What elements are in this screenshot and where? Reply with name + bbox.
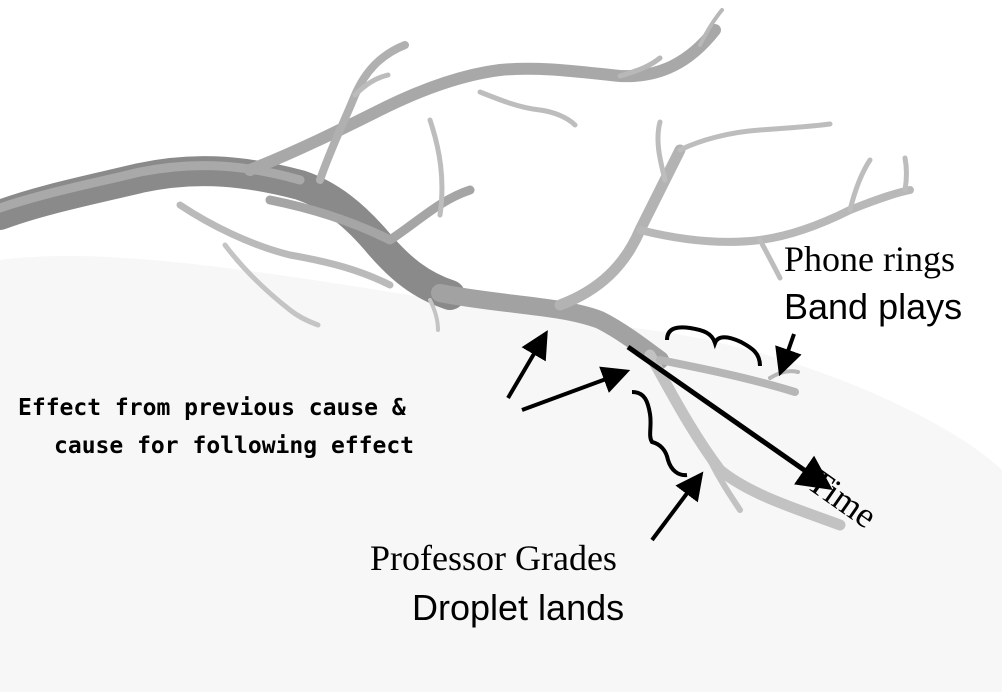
branch-lower-left-twig xyxy=(222,242,321,328)
time-arrow xyxy=(626,344,833,491)
branch-mid-twig-2 xyxy=(477,89,578,128)
branch-lower-twig xyxy=(707,457,743,513)
lower-brace xyxy=(631,390,688,478)
background-haze xyxy=(0,256,1002,692)
branch-upper-limb-tip xyxy=(698,8,724,47)
branch-small-twig xyxy=(428,298,440,332)
branch-upper-limb xyxy=(244,24,721,176)
branch-twig-e xyxy=(757,237,783,281)
branch-twig-d xyxy=(902,155,909,193)
professor-arrow xyxy=(650,471,704,542)
label-band-plays: Band plays xyxy=(784,286,963,327)
branch-upper-fork xyxy=(656,356,799,396)
branch-upper-limb-twig xyxy=(617,55,663,79)
label-phone-rings: Phone rings xyxy=(784,239,955,279)
label-droplet-lands: Droplet lands xyxy=(412,587,625,628)
annotations xyxy=(506,325,833,542)
label-effect-line2: cause for following effect xyxy=(54,433,415,459)
branch xyxy=(0,8,914,531)
branch-trunk xyxy=(0,156,465,310)
phone-arrow xyxy=(775,333,802,377)
effect-arrow-upper xyxy=(506,330,548,400)
branch-lower-left xyxy=(176,201,394,289)
branch-main-limb xyxy=(431,284,669,369)
label-effect-line1: Effect from previous cause & xyxy=(18,395,406,421)
branch-twig-a xyxy=(677,121,833,153)
upper-brace xyxy=(665,325,762,367)
label-professor-grades: Professor Grades xyxy=(370,538,617,578)
branch-lower-fork xyxy=(644,349,846,531)
branch-twig-c xyxy=(847,157,873,213)
branch-up-left-twig xyxy=(352,72,391,98)
branch-mid-twig xyxy=(427,117,445,218)
effect-arrow-lower xyxy=(521,366,631,412)
branch-twig-b xyxy=(655,119,668,183)
branch-arc-right-2 xyxy=(636,186,914,246)
